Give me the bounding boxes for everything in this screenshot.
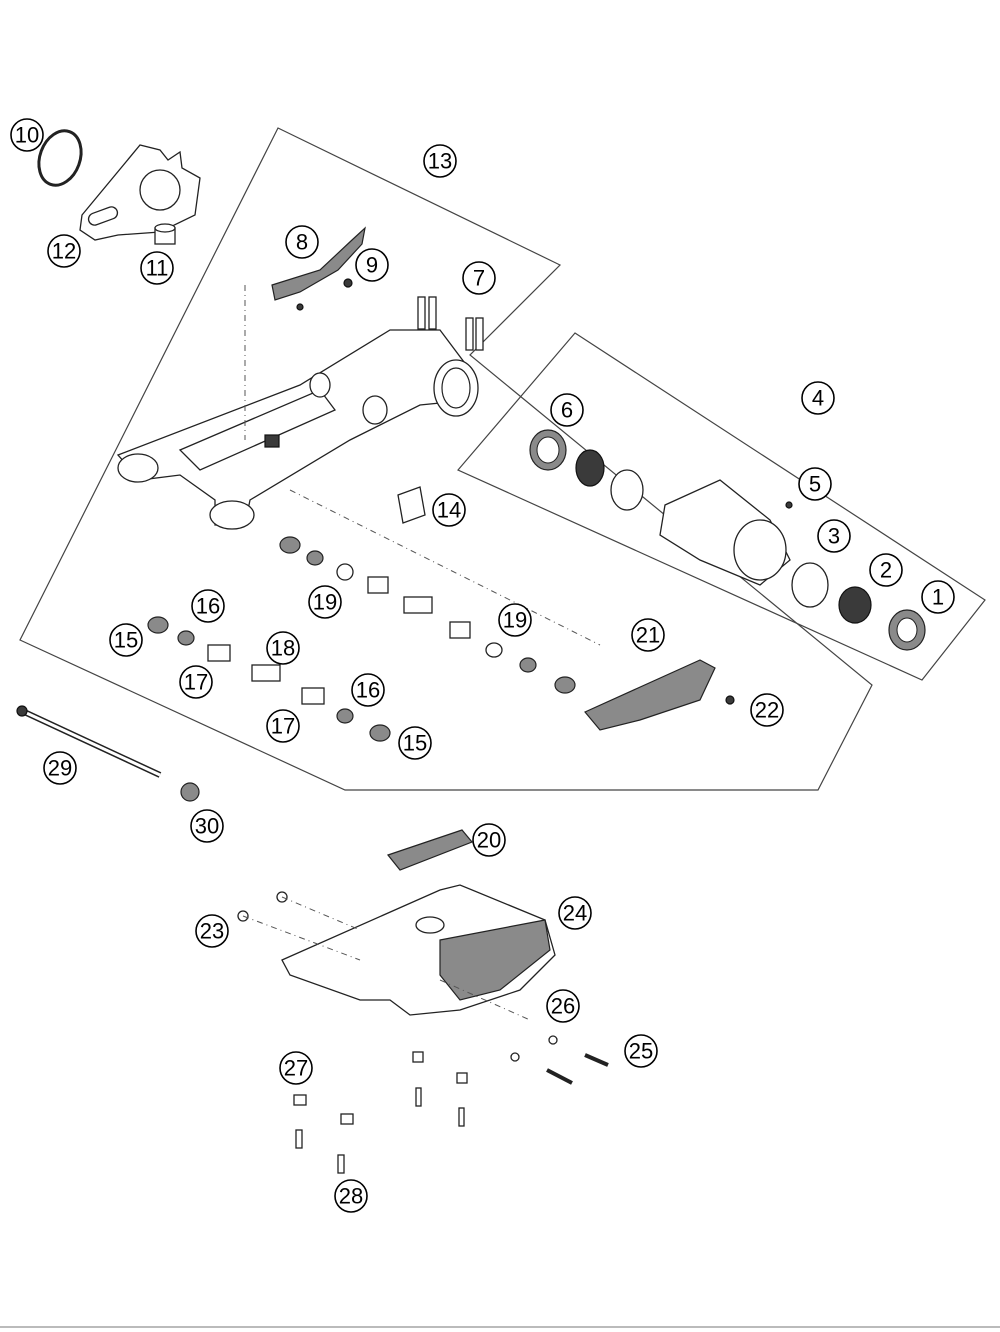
- group-frame-4: [457, 332, 986, 681]
- swingarm-axle-part: [16, 705, 162, 778]
- svg-text:7: 7: [473, 266, 485, 291]
- svg-text:1: 1: [932, 585, 944, 610]
- svg-text:4: 4: [812, 386, 824, 411]
- callout-13: 13: [423, 144, 457, 178]
- svg-text:21: 21: [636, 623, 660, 648]
- callout-20: 20: [472, 823, 506, 857]
- svg-text:30: 30: [195, 814, 219, 839]
- page-bottom-rule: [0, 1326, 1000, 1328]
- callout-3: 3: [817, 519, 851, 553]
- svg-text:3: 3: [828, 524, 840, 549]
- svg-text:14: 14: [437, 498, 461, 523]
- svg-text:8: 8: [296, 230, 308, 255]
- callout-26: 26: [546, 989, 580, 1023]
- svg-text:17: 17: [184, 670, 208, 695]
- callout-21: 21: [631, 618, 665, 652]
- svg-text:19: 19: [313, 590, 337, 615]
- callout-27: 27: [279, 1051, 313, 1085]
- chain-slider-part: [584, 659, 735, 731]
- callout-23: 23: [195, 914, 229, 948]
- svg-text:11: 11: [146, 256, 169, 281]
- svg-text:27: 27: [284, 1056, 308, 1081]
- svg-text:9: 9: [366, 253, 378, 278]
- svg-text:12: 12: [52, 239, 76, 264]
- callout-10: 10: [10, 118, 44, 152]
- svg-text:17: 17: [271, 714, 295, 739]
- callout-9: 9: [355, 248, 389, 282]
- svg-text:19: 19: [503, 608, 527, 633]
- callout-2: 2: [869, 553, 903, 587]
- sticker-part: [397, 486, 426, 524]
- svg-text:25: 25: [629, 1039, 653, 1064]
- callout-16b: 16: [351, 673, 385, 707]
- svg-text:20: 20: [477, 828, 501, 853]
- callout-11: 11: [140, 251, 174, 285]
- callout-17b: 17: [266, 709, 300, 743]
- svg-text:2: 2: [880, 558, 892, 583]
- leader-lines: [242, 489, 601, 1021]
- callout-8: 8: [285, 225, 319, 259]
- callout-28: 28: [334, 1179, 368, 1213]
- pinch-bolts-part: [417, 296, 484, 351]
- group-frame-13: [19, 127, 873, 791]
- callout-5: 5: [798, 467, 832, 501]
- screw-9-part: [343, 278, 353, 288]
- svg-text:18: 18: [271, 636, 295, 661]
- callout-29: 29: [43, 751, 77, 785]
- eccentric-hub-part: [529, 429, 926, 651]
- caliper-bracket-part: [79, 144, 201, 241]
- callout-12: 12: [47, 234, 81, 268]
- callout-6: 6: [550, 393, 584, 427]
- svg-text:29: 29: [48, 756, 72, 781]
- axle-nut-part: [180, 782, 200, 802]
- svg-text:16: 16: [356, 678, 380, 703]
- svg-text:13: 13: [428, 149, 452, 174]
- circlip-part: [37, 129, 83, 187]
- svg-text:15: 15: [114, 628, 138, 653]
- svg-text:15: 15: [403, 731, 427, 756]
- svg-text:23: 23: [200, 919, 224, 944]
- callout-15a: 15: [109, 623, 143, 657]
- callout-15b: 15: [398, 726, 432, 760]
- callout-16a: 16: [191, 589, 225, 623]
- callout-7: 7: [462, 261, 496, 295]
- callout-19b: 19: [498, 603, 532, 637]
- svg-text:5: 5: [809, 472, 821, 497]
- damper-part: [386, 829, 473, 871]
- chain-guide-part: [271, 226, 366, 311]
- bushing-part: [154, 223, 176, 245]
- mounting-hardware-part: [293, 1035, 609, 1174]
- callout-18: 18: [266, 631, 300, 665]
- svg-text:24: 24: [563, 901, 587, 926]
- skid-plate-part: [237, 884, 556, 1016]
- callout-1: 1: [921, 580, 955, 614]
- callout-24: 24: [558, 896, 592, 930]
- svg-text:22: 22: [755, 698, 779, 723]
- callout-4: 4: [801, 381, 835, 415]
- callout-30: 30: [190, 809, 224, 843]
- callout-14: 14: [432, 493, 466, 527]
- svg-text:26: 26: [551, 994, 575, 1019]
- svg-text:28: 28: [339, 1184, 363, 1209]
- callout-22: 22: [750, 693, 784, 727]
- swingarm-part: [116, 285, 479, 530]
- svg-text:10: 10: [15, 123, 39, 148]
- svg-text:16: 16: [196, 594, 220, 619]
- callout-25: 25: [624, 1034, 658, 1068]
- callout-19a: 19: [308, 585, 342, 619]
- bearing-stack-part: [147, 536, 576, 742]
- callout-17a: 17: [179, 665, 213, 699]
- svg-text:6: 6: [561, 398, 573, 423]
